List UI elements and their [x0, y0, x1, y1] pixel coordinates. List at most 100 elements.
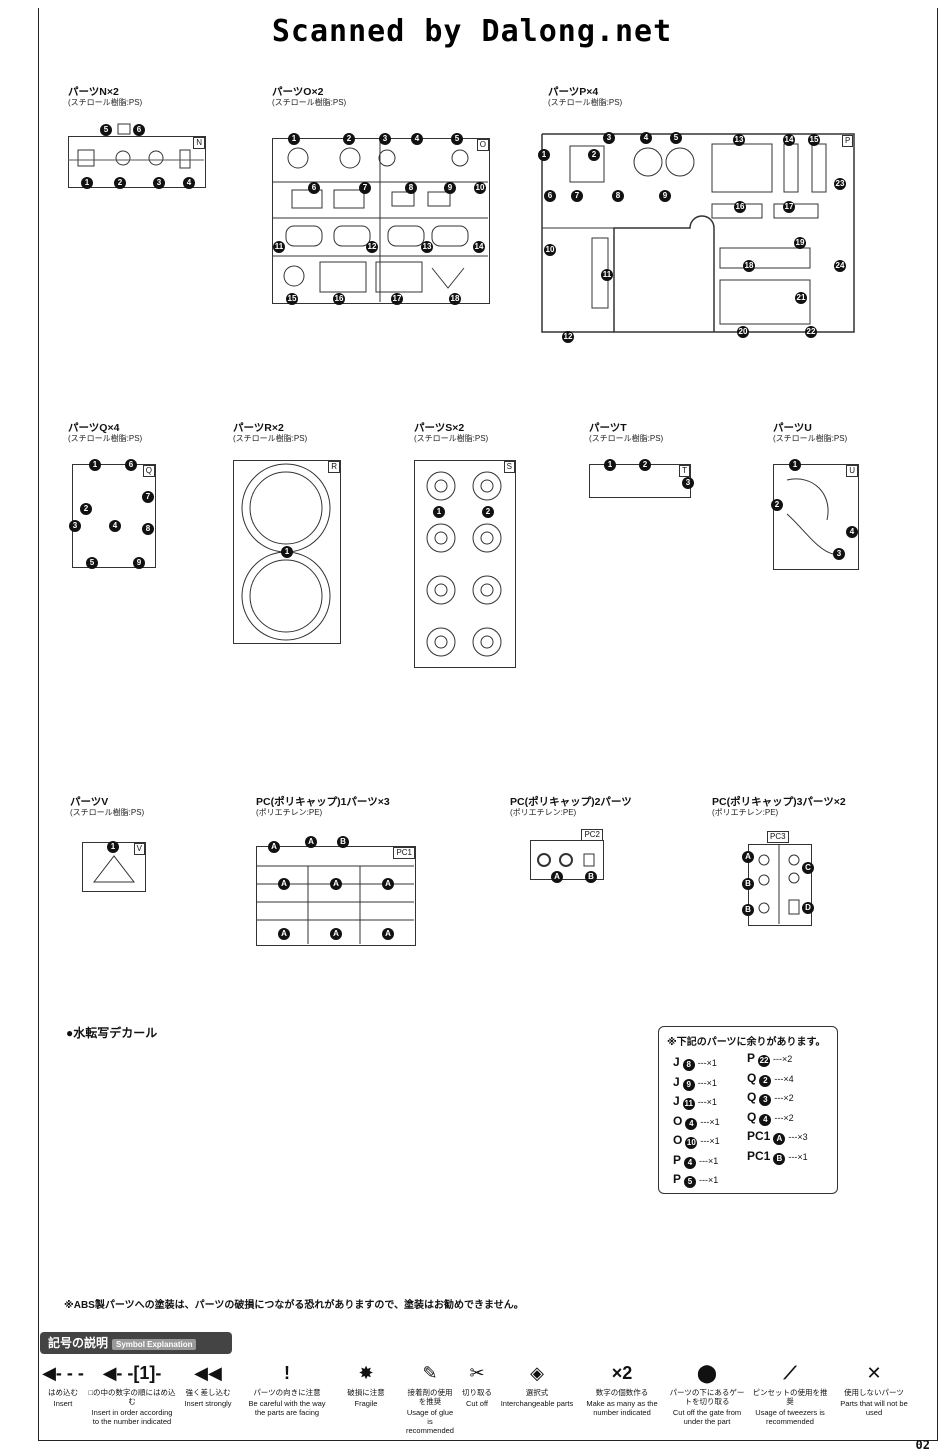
part-u-1: 1 [789, 459, 801, 471]
spare-num: 4 [759, 1113, 772, 1126]
part-pc2-a: A [551, 871, 563, 883]
spare-num: 5 [684, 1176, 697, 1188]
runner-p-material: (スチロール樹脂:PS) [548, 98, 623, 107]
part-q-2: 2 [80, 503, 92, 515]
part-t-3: 3 [682, 477, 694, 489]
runner-s-tag: S [503, 461, 515, 473]
spare-num: 11 [682, 1098, 695, 1110]
scan-credit: Scanned by Dalong.net [271, 14, 673, 49]
runner-r-title: パーツR×2 [233, 422, 284, 434]
runner-q-material: (スチロール樹脂:PS) [68, 434, 143, 443]
multiply-icon: ×2 [611, 1362, 633, 1383]
runner-s-title: パーツS×2 [414, 422, 465, 434]
part-p-4: 4 [640, 132, 652, 144]
spare-part: Q [747, 1109, 757, 1124]
part-n-5: 5 [100, 124, 112, 136]
symbol-en: Fragile [354, 1399, 378, 1408]
runner-pc2-title: PC(ポリキャップ)2パーツ [510, 796, 632, 808]
runner-u-tag: U [846, 465, 858, 477]
spare-part: J [673, 1094, 680, 1108]
spare-qty: ---×4 [774, 1073, 794, 1084]
part-q-6: 6 [125, 459, 137, 471]
runner-t-title: パーツT [589, 422, 627, 434]
runner-q: Q [72, 464, 156, 568]
runner-s-material: (スチロール樹脂:PS) [414, 434, 489, 443]
part-p-16: 16 [734, 201, 746, 213]
part-u-4: 4 [846, 526, 858, 538]
part-pc1-a-7: A [330, 928, 342, 940]
cut-icon: ✂ [469, 1362, 485, 1383]
symbol-jp: □の中の数字の順にはめ込む [88, 1388, 176, 1406]
runner-pc3-tag: PC3 [767, 831, 789, 843]
fragile-icon: ✸ [358, 1362, 374, 1383]
part-q-5: 5 [86, 557, 98, 569]
part-pc1-a-8: A [382, 928, 394, 940]
symbol-en: Parts that will not be used [840, 1399, 908, 1417]
part-o-13: 13 [421, 241, 433, 253]
spare-qty: ---×1 [699, 1155, 719, 1166]
part-r-1: 1 [281, 546, 293, 558]
tweezers-icon: ⟋ [783, 1362, 797, 1383]
runner-o-material: (スチロール樹脂:PS) [272, 98, 347, 107]
symbol-en: Insert in order according to the number … [91, 1408, 173, 1426]
symbol-title-jp: 記号の説明 [48, 1336, 109, 1350]
spare-num: 4 [684, 1156, 697, 1169]
insert-order-icon: ◀- -[1]- [102, 1362, 162, 1383]
part-pc3-a: A [742, 851, 754, 863]
runner-q-tag: Q [142, 465, 155, 477]
page-frame [38, 8, 938, 1441]
part-p-6: 6 [544, 190, 556, 202]
runner-pc3-parts [758, 844, 800, 924]
spare-qty: ---×1 [697, 1077, 717, 1088]
part-u-2: 2 [771, 499, 783, 511]
spare-part: P [747, 1051, 756, 1065]
spare-qty: ---×1 [697, 1097, 717, 1107]
runner-s-wheels [426, 471, 502, 657]
runner-pc2-material: (ポリエチレン:PE) [510, 808, 577, 817]
symbol-jp: パーツの向きに注意 [253, 1388, 321, 1397]
part-n-3: 3 [153, 177, 165, 189]
runner-n-material: (スチロール樹脂:PS) [68, 98, 143, 107]
spare-num: B [773, 1152, 786, 1165]
symbol-jp: 切り取る [462, 1388, 492, 1397]
part-pc1-b: B [337, 836, 349, 848]
spare-part: P [673, 1152, 682, 1167]
part-o-17: 17 [391, 293, 403, 305]
part-pc1-a-5: A [382, 878, 394, 890]
spare-qty: ---×1 [699, 1175, 719, 1185]
spare-qty: ---×1 [697, 1058, 717, 1068]
part-p-19: 19 [794, 237, 806, 249]
part-p-5: 5 [670, 132, 682, 144]
part-q-4: 4 [109, 520, 121, 532]
spare-num: 3 [759, 1094, 772, 1106]
part-n-4: 4 [183, 177, 195, 189]
part-p-14: 14 [783, 134, 795, 146]
runner-p-tag: P [842, 135, 854, 147]
runner-pc1-material: (ポリエチレン:PE) [256, 808, 323, 817]
part-p-13: 13 [733, 134, 745, 146]
symbol-en: Insert strongly [184, 1399, 232, 1408]
symbol-jp: ピンセットの使用を推奨 [752, 1388, 828, 1406]
spare-heading: ※下記のパーツに余りがあります。 [667, 1037, 826, 1048]
part-q-1: 1 [89, 459, 101, 471]
part-o-16: 16 [333, 293, 345, 305]
part-p-12: 12 [562, 331, 574, 343]
runner-u-parts [786, 478, 834, 555]
runner-pc3-material: (ポリエチレン:PE) [712, 808, 779, 817]
symbol-en: Usage of tweezers is recommended [755, 1408, 825, 1426]
runner-t-material: (スチロール樹脂:PS) [589, 434, 664, 443]
part-pc1-a-6: A [278, 928, 290, 940]
part-p-10: 10 [544, 244, 556, 256]
symbol-en: Usage of glue is recommended [406, 1408, 454, 1435]
decal-label: ●水転写デカール [66, 1026, 158, 1040]
not-used-icon: ✕ [866, 1362, 882, 1383]
symbol-jp: はめ込む [48, 1388, 78, 1397]
